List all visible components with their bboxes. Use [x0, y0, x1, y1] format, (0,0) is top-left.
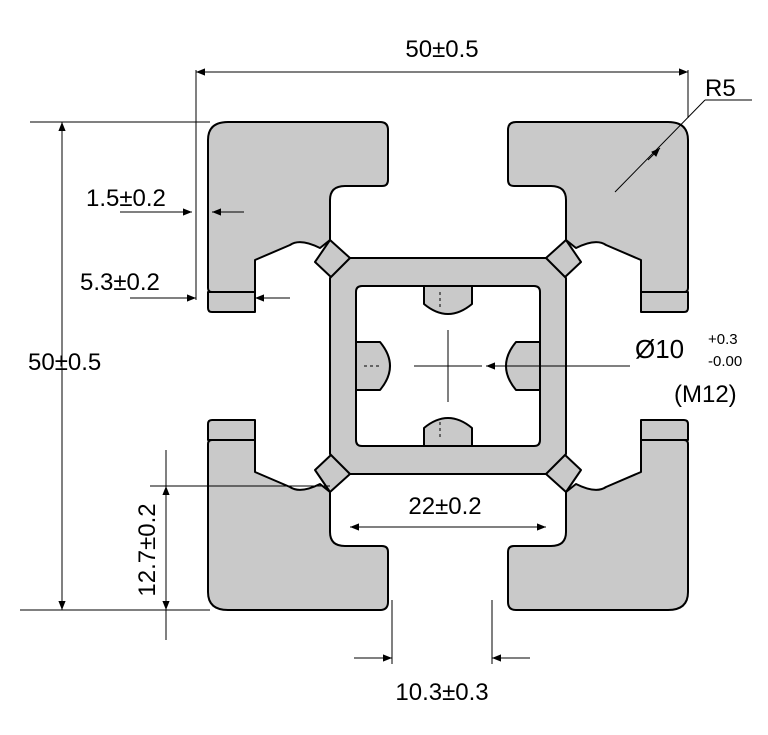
label-overall-width: 50±0.5 [405, 36, 478, 63]
label-bore-thread: (M12) [674, 381, 737, 408]
label-corner-radius: R5 [705, 75, 736, 102]
label-bore-diameter: Ø10 [635, 334, 684, 364]
central-core [329, 257, 567, 475]
flange-top-right [640, 291, 689, 313]
corner-chamber-bottom-right [507, 439, 689, 611]
label-bore-tol-lower: -0.00 [708, 353, 742, 370]
leader-r5-arrow [647, 147, 661, 161]
boss-bottom [423, 417, 473, 447]
leader-r5 [614, 99, 706, 193]
label-bore-tol-upper: +0.3 [708, 331, 738, 348]
profile-cross-section [207, 121, 689, 611]
label-overall-height: 50±0.5 [28, 349, 101, 376]
flange-bottom-right [640, 419, 689, 441]
dimension-lines [20, 68, 752, 664]
boss-top [423, 285, 473, 315]
corner-chamber-bottom-left [207, 439, 389, 611]
label-slot-depth: 12.7±0.2 [134, 503, 161, 596]
label-slot-opening: 10.3±0.3 [395, 679, 488, 706]
label-inner-width: 22±0.2 [408, 493, 481, 520]
corner-chamber-top-left [207, 121, 389, 293]
flange-bottom-left [207, 419, 256, 441]
corner-chamber-top-right [507, 121, 689, 293]
flange-top-left [207, 291, 256, 313]
label-wall-thickness: 1.5±0.2 [86, 185, 166, 212]
label-slot-lip: 5.3±0.2 [80, 269, 160, 296]
